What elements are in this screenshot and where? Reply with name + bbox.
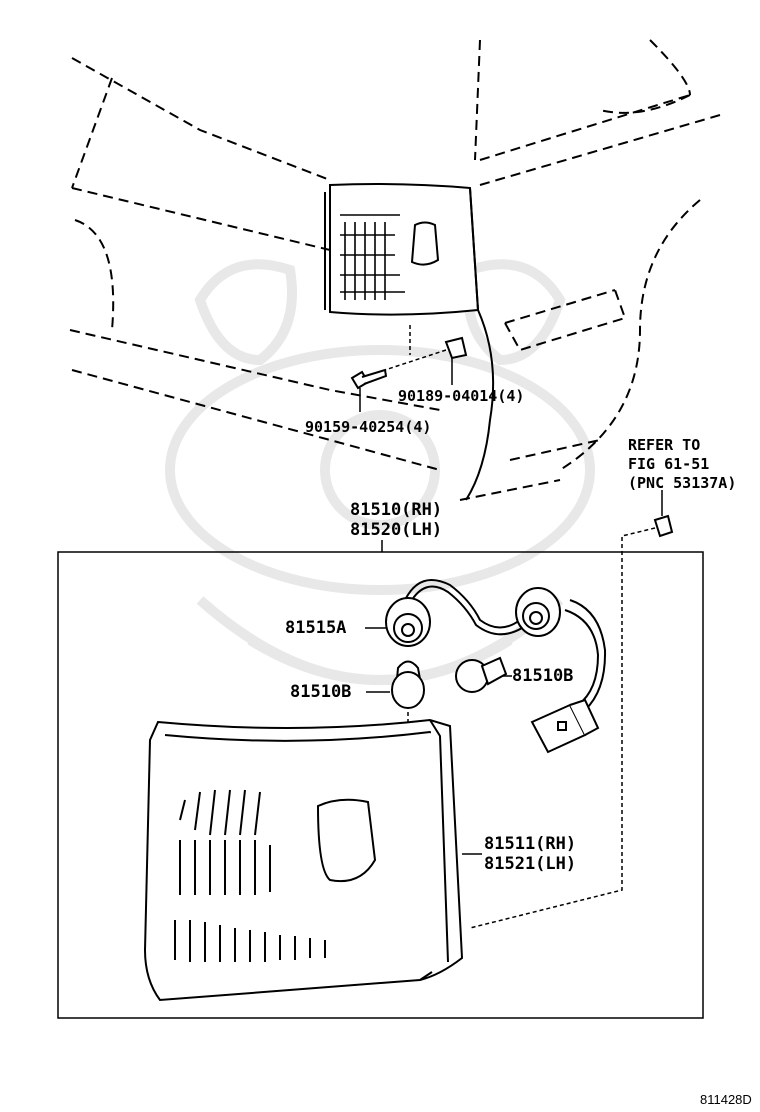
clip-nut-dashed (384, 349, 447, 371)
bulb-left (391, 660, 425, 709)
bulb-left-label: 81510B (290, 682, 352, 702)
assy-lh-label: 81520(LH) (350, 520, 443, 540)
nut-label: 90189-04014(4) (398, 387, 525, 405)
wire-connector (530, 698, 600, 754)
socket-label: 81515A (285, 618, 347, 638)
lamp-lens (143, 718, 464, 1002)
bulb-right (455, 656, 508, 693)
socket-right (515, 587, 561, 637)
vehicle-body-outline (69, 39, 721, 501)
refer-line-1: REFER TO (628, 436, 701, 454)
lens-rh-label: 81511(RH) (484, 834, 577, 854)
screw-label: 90159-40254(4) (305, 418, 432, 436)
screw-part (350, 368, 388, 390)
assy-rh-label: 81510(RH) (350, 500, 443, 520)
refer-line-3: (PNC 53137A) (628, 474, 737, 492)
installed-lamp (324, 183, 480, 316)
socket-left (385, 597, 431, 647)
lens-lh-label: 81521(LH) (484, 854, 577, 874)
assembly-frame (57, 551, 704, 1019)
figure-id: 811428D (700, 1092, 752, 1107)
refer-clip-part (653, 514, 674, 538)
fender-edge-line (465, 309, 495, 501)
wiring-harness (404, 579, 607, 711)
watermark-emblem (165, 259, 595, 685)
refer-line-2: FIG 61-51 (628, 455, 710, 473)
refer-dashed-path (469, 527, 656, 929)
lens-ribs (174, 789, 326, 962)
clip-nut-part (444, 336, 468, 360)
bulb-right-label: 81510B (512, 666, 574, 686)
